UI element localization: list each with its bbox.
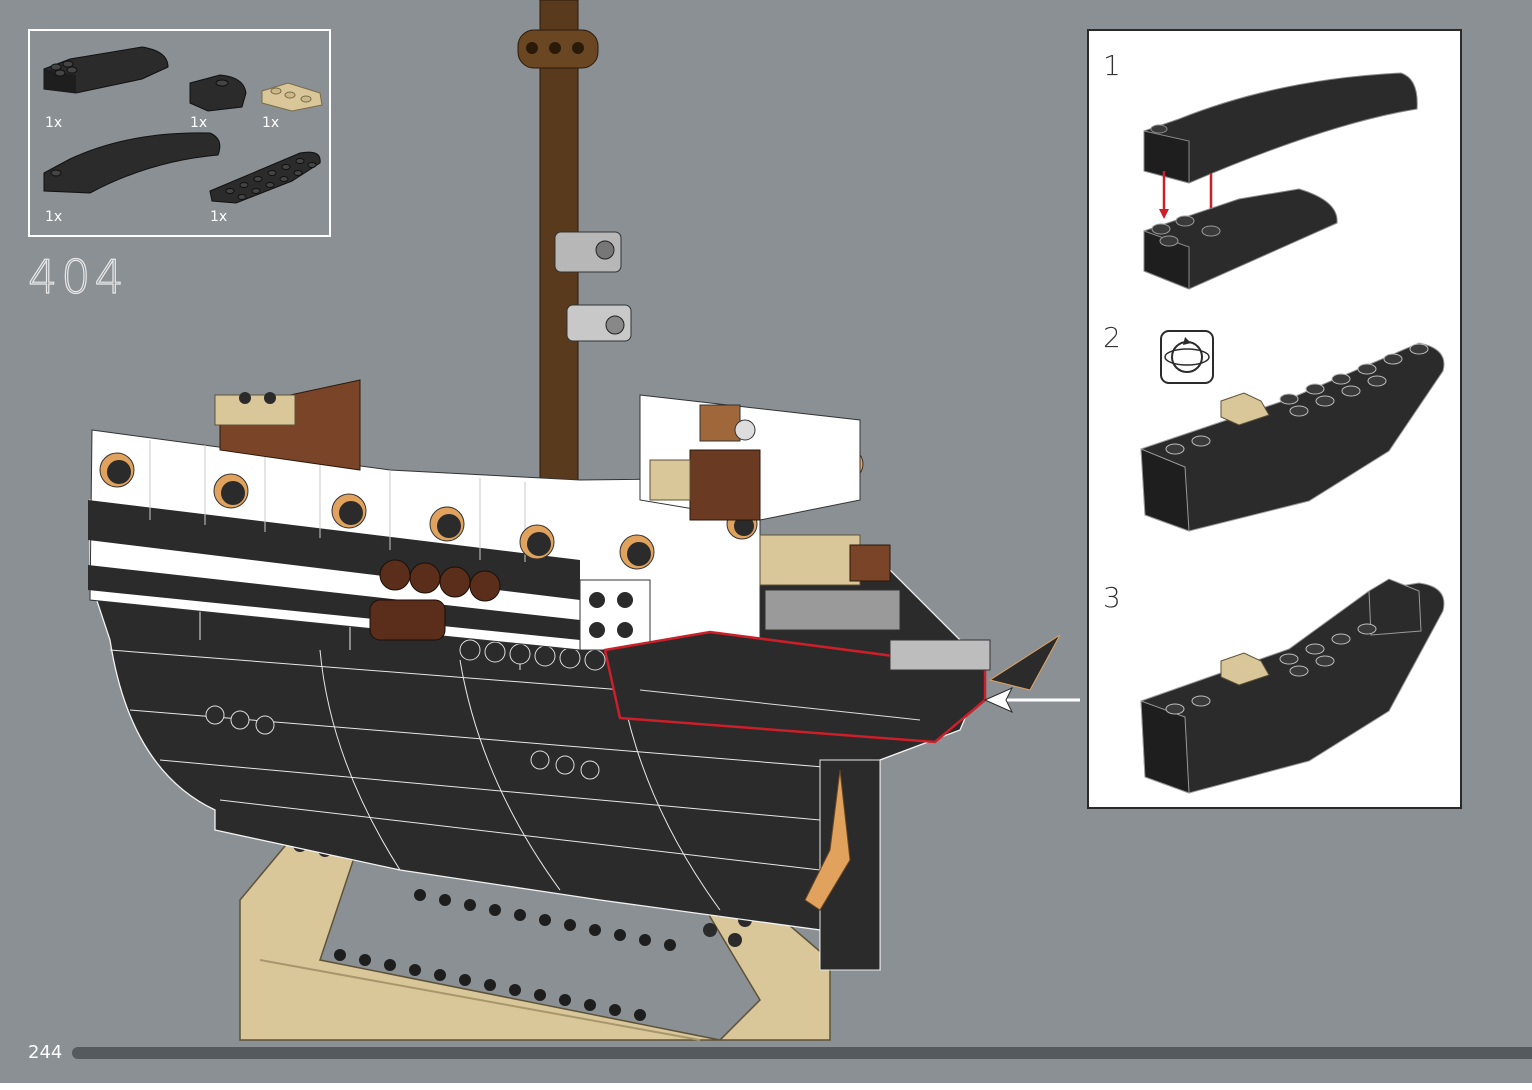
- bottom-strip: [0, 1083, 1532, 1090]
- sub-step-1-illustration: [1144, 73, 1417, 289]
- sub-step-illustrations: [1089, 31, 1460, 807]
- mast: [518, 0, 631, 480]
- sub-step-2-illustration: [1141, 331, 1444, 531]
- ship-model-illustration: [0, 0, 1080, 1090]
- upper-deck: [88, 380, 900, 650]
- page-number: 244: [28, 1042, 62, 1063]
- sub-step-3-illustration: [1141, 579, 1444, 793]
- callout-arrow-icon: [985, 688, 1080, 712]
- sub-assembly-panel: 1 2 3: [1087, 29, 1462, 809]
- page-progress-bar: [72, 1047, 1532, 1059]
